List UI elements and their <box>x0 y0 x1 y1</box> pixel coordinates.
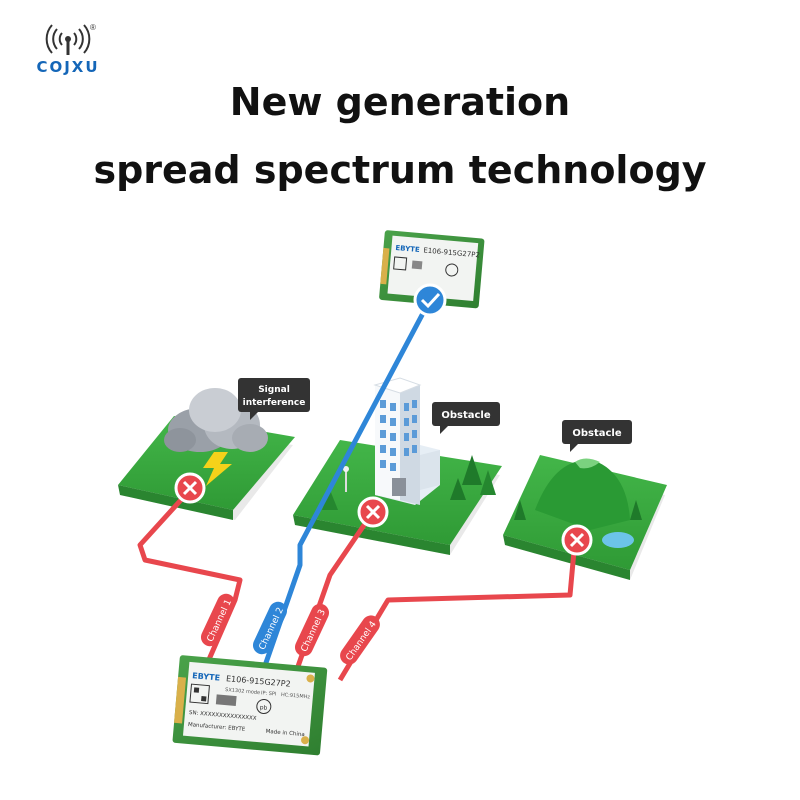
module-brand: EBYTE <box>192 671 221 682</box>
channel-1-label: Channel 1 <box>200 593 236 647</box>
svg-text:pb: pb <box>259 704 267 712</box>
module-brand: EBYTE <box>395 244 420 254</box>
headline-line-1: New generation <box>229 80 571 124</box>
module-chip: SX1302 mode <box>225 687 260 696</box>
callout-text: Obstacle <box>441 410 490 421</box>
building-icon <box>373 377 440 505</box>
module-origin: Made in China <box>265 729 305 738</box>
brand-name: COJXU <box>36 58 100 76</box>
storm-cloud-icon <box>164 388 268 452</box>
brand-logo: ® COJXU <box>18 22 118 76</box>
lora-module-top: EBYTE E106-915G27P2 <box>379 230 485 309</box>
edge-connector <box>174 676 187 724</box>
channel-3-label: Channel 3 <box>294 603 330 657</box>
channel-2-label: Channel 2 <box>252 601 288 655</box>
blocked-icon <box>561 524 593 556</box>
module-interface: IP: SPI <box>261 690 277 697</box>
blocked-icon <box>357 496 389 528</box>
module-manufacturer: Manufacturer: EBYTE <box>188 722 246 733</box>
pb-free-icon <box>256 699 272 715</box>
registered-mark: ® <box>90 23 96 32</box>
lora-module-bottom: EBYTE E106-915G27P2 SX1302 mode IP: SPI … <box>172 655 328 756</box>
callout-text: Obstacle <box>572 428 621 439</box>
tree-icon <box>322 455 496 510</box>
module-frequency: HC:915MHz <box>281 692 311 701</box>
qr-code-icon <box>189 683 210 705</box>
callout-obstacle-building: Obstacle <box>432 402 500 434</box>
callout-obstacle-mountain: Obstacle <box>562 420 632 452</box>
mountain-icon <box>514 458 642 548</box>
signal-tower-icon: ® <box>45 23 96 55</box>
blocked-icon <box>174 472 206 504</box>
lightning-icon <box>203 452 232 486</box>
channel-1-line <box>137 488 243 682</box>
channel-4-label: Channel 4 <box>340 615 380 665</box>
callout-text-line1: Signal <box>258 385 290 395</box>
street-lamp-icon <box>343 466 349 492</box>
module-serial: SN: XXXXXXXXXXXXXXX <box>189 710 257 722</box>
channel-4-line <box>337 539 578 682</box>
headline-line-2: spread spectrum technology <box>93 148 707 192</box>
callout-text-line2: interference <box>243 398 306 408</box>
callout-signal-interference: Signal interference <box>238 378 310 420</box>
platform-building <box>293 440 502 555</box>
success-check-icon <box>413 283 447 317</box>
